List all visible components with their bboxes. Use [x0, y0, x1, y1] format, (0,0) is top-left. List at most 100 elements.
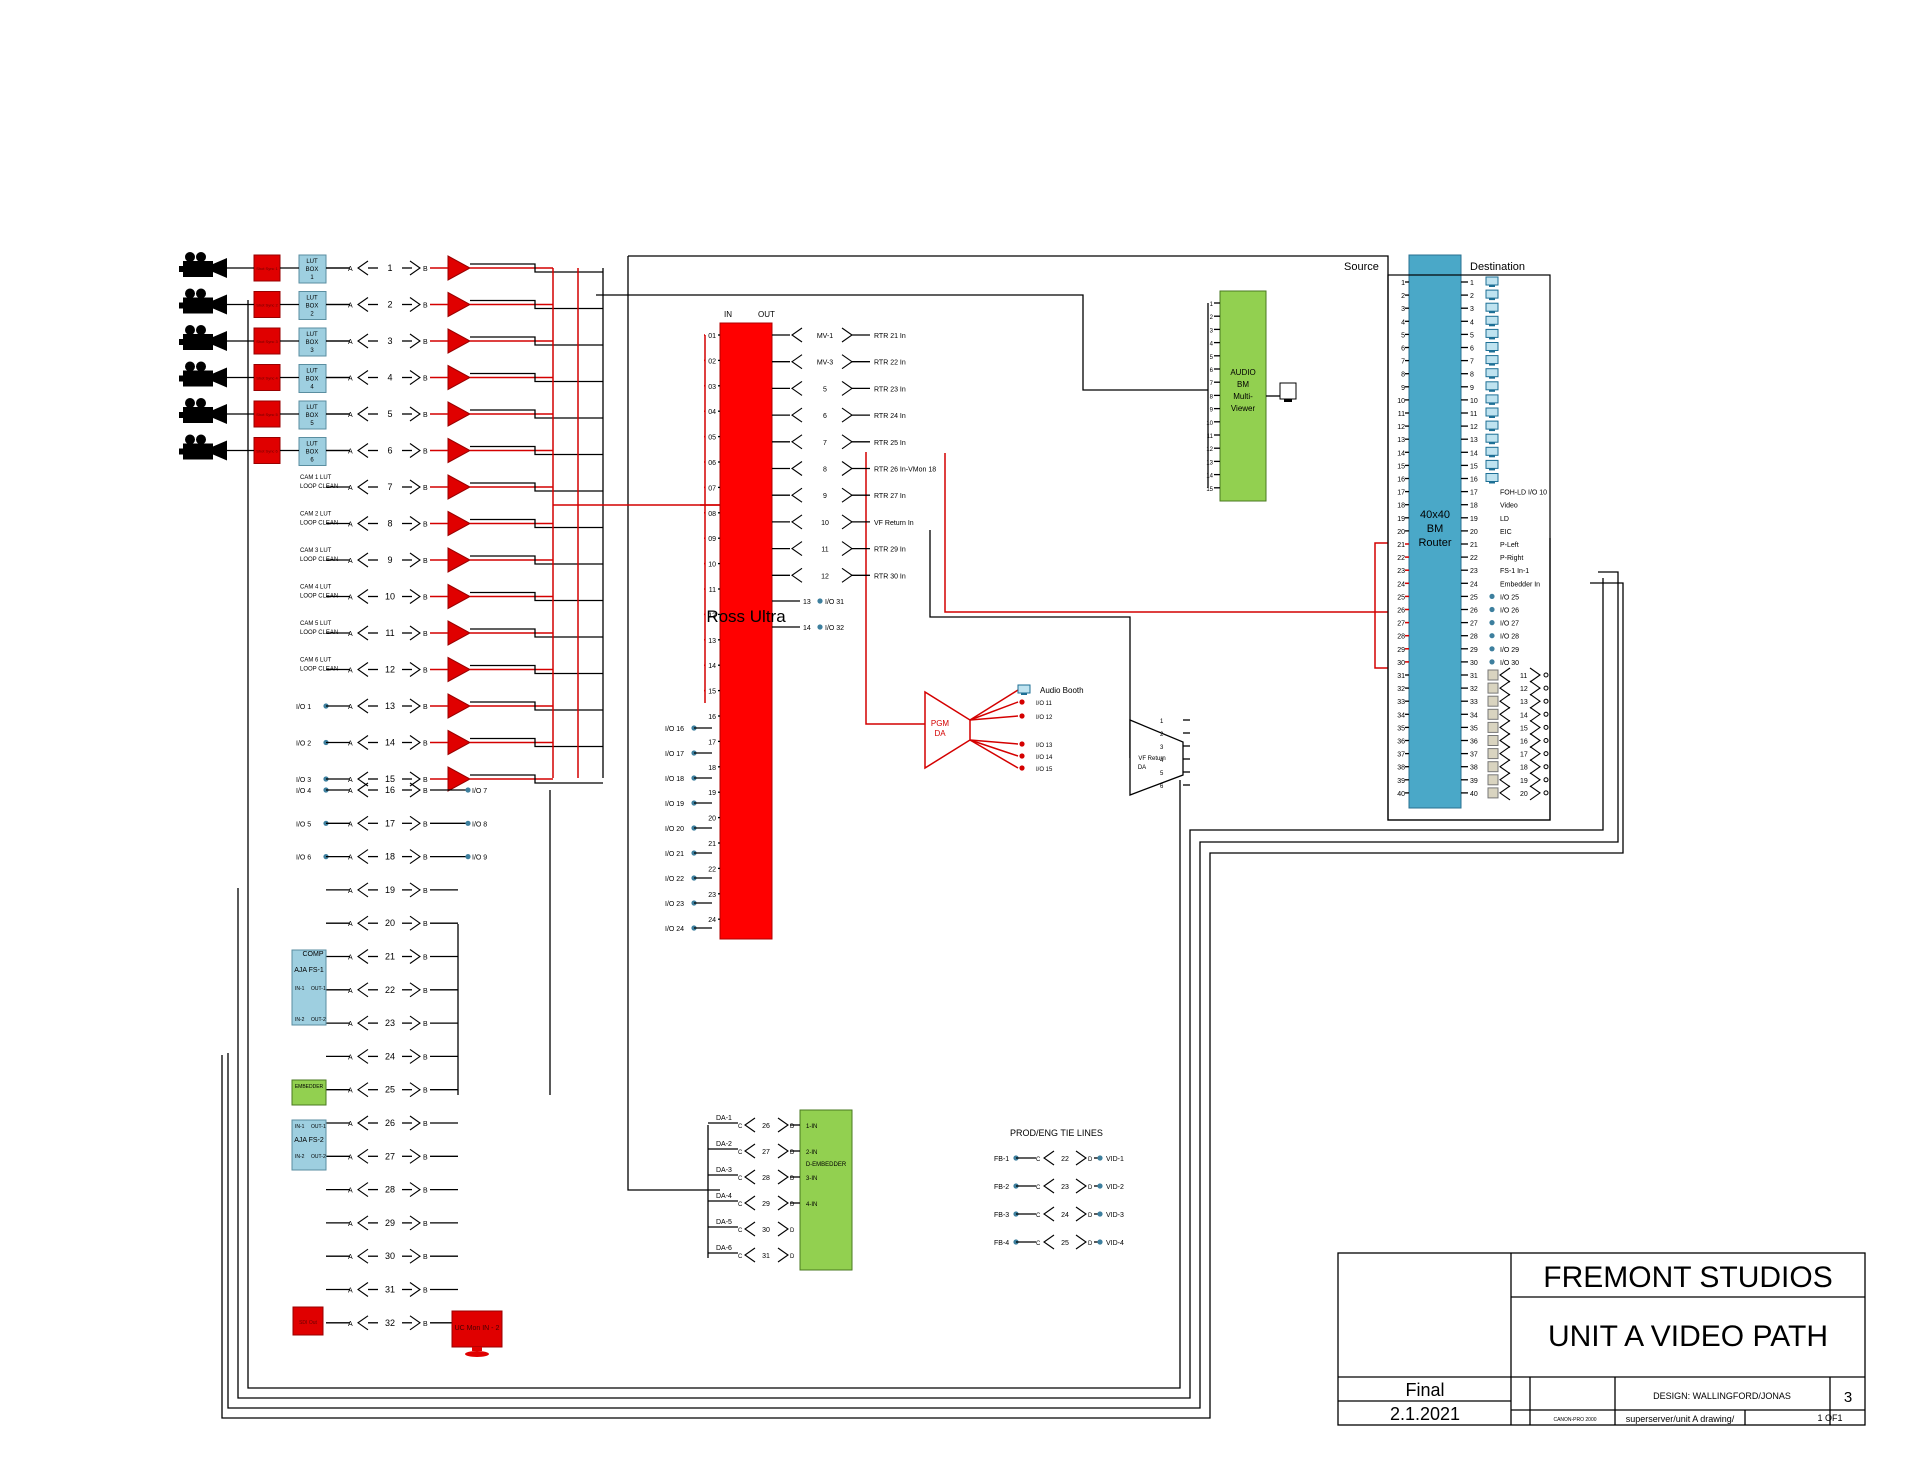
switcher-output-destination: RTR 24 In: [874, 413, 906, 420]
patch-chevron: [777, 1169, 789, 1185]
da-number: 26: [762, 1123, 770, 1130]
lut-label: 1: [310, 275, 314, 281]
patch-chevron: [357, 516, 369, 531]
ccu-label: Shot Sync 5: [256, 412, 278, 417]
tie-line-letter-c: C: [1036, 1185, 1041, 1191]
patch-source-label: I/O 5: [296, 821, 311, 828]
da-letter-c: C: [738, 1228, 743, 1234]
patch-chevron: [409, 815, 421, 831]
da-number: 30: [762, 1227, 770, 1234]
switcher-output-number: 5: [823, 386, 827, 393]
router-name: Router: [1418, 537, 1451, 549]
monitor-icon: [1485, 355, 1499, 367]
file-path: superserver/unit A drawing/: [1626, 1414, 1735, 1424]
patch-letter-b: B: [423, 485, 428, 492]
connector-dot: [1489, 646, 1495, 652]
wire-segment: [470, 664, 603, 675]
switcher-io-input: I/O 22: [665, 876, 684, 883]
router-destination-label: I/O 28: [1500, 634, 1519, 641]
router-source-number: 38: [1397, 765, 1405, 772]
patch-letter-b: B: [423, 1221, 428, 1228]
fs2-out2: OUT-2: [311, 1154, 326, 1160]
switcher-input-number: 16: [708, 714, 716, 721]
aja-fs2: AJA FS-2 IN-1 OUT-1 IN-2 OUT-2: [291, 1119, 327, 1171]
tie-line-destination: VID-2: [1106, 1184, 1124, 1191]
patch-letter-a: A: [348, 1154, 353, 1161]
patch-chevron: [357, 698, 369, 714]
vf-da-output-number: 6: [1160, 784, 1164, 790]
monitor-icon: [1485, 368, 1499, 380]
patch-chevron: [409, 1148, 421, 1164]
lut-label: 2: [310, 312, 314, 318]
da-triangle: [447, 766, 472, 792]
lut-label: LUT: [306, 442, 318, 448]
router-source-number: 3: [1401, 306, 1405, 313]
patch-number: 17: [385, 818, 395, 828]
patch-letter-a: A: [348, 1121, 353, 1128]
patch-chevron: [357, 771, 369, 787]
patch-number: 19: [385, 885, 395, 895]
vf-da-name-2: DA: [1138, 765, 1146, 771]
patch-letter-a: A: [348, 1221, 353, 1228]
patch-chevron: [841, 434, 853, 450]
patch-letter-a: A: [348, 668, 353, 675]
monitor-icon: [1017, 684, 1031, 696]
wire-segment: [470, 263, 603, 273]
switcher-io-input: I/O 21: [665, 851, 684, 858]
camera-icon: [179, 325, 227, 351]
patch-number: 16: [385, 785, 395, 795]
switcher-output-number: 11: [821, 547, 828, 554]
patch-chevron: [841, 514, 853, 530]
router-source-number: 19: [1397, 516, 1405, 523]
router-source-number: 25: [1397, 594, 1405, 601]
patch-chevron: [357, 662, 369, 677]
multiviewer-input-number: 8: [1210, 394, 1214, 400]
router-destination-label: Video: [1500, 503, 1518, 510]
router-destination-label: P-Left: [1500, 542, 1519, 549]
router-patch-number: 13: [1520, 699, 1528, 706]
router-source-number: 2: [1401, 293, 1405, 300]
patch-source-label: CAM 3 LUT: [300, 548, 332, 554]
connector-ring: [1543, 724, 1549, 730]
tie-line-number: 23: [1061, 1184, 1069, 1191]
router-source-number: 34: [1397, 712, 1405, 719]
da-letter-c: C: [738, 1254, 743, 1260]
tie-line-source: FB-2: [994, 1184, 1009, 1191]
router-dest-number: 27: [1470, 621, 1478, 628]
router-source-number: 30: [1397, 660, 1405, 667]
patch-chevron: [409, 771, 421, 787]
patch-chevron: [1499, 693, 1511, 709]
studio-name: FREMONT STUDIOS: [1543, 1261, 1832, 1294]
connector-ring: [1543, 751, 1549, 757]
multiviewer-input-number: 12: [1206, 447, 1213, 453]
connector-dot: [1097, 1211, 1103, 1217]
patch-letter-b: B: [423, 631, 428, 638]
monitor-icon: [1485, 407, 1499, 419]
switcher-output-number: 10: [821, 520, 829, 527]
multiviewer-name: Multi-: [1233, 392, 1253, 401]
vf-da-output-number: 2: [1160, 732, 1164, 738]
connector-dot: [1019, 699, 1025, 705]
revision-number: 3: [1844, 1389, 1852, 1406]
sdi-out-label: SDI Out: [299, 1320, 317, 1326]
patch-chevron: [777, 1247, 789, 1263]
router-source-number: 36: [1397, 739, 1405, 746]
patch-letter-b: B: [423, 412, 428, 419]
router-source-label: Source: [1344, 261, 1379, 273]
patch-number: 20: [385, 918, 395, 928]
patch-chevron: [409, 333, 421, 349]
patch-chevron: [409, 370, 421, 385]
patch-chevron: [1075, 1206, 1087, 1222]
router-dest-number: 13: [1470, 437, 1478, 444]
router-source-number: 21: [1397, 542, 1405, 549]
d-embedder-name: D-EMBEDDER: [806, 1162, 847, 1168]
patch-chevron: [841, 541, 853, 557]
da-letter-c: C: [738, 1202, 743, 1208]
wire-segment: [470, 409, 603, 419]
router-patch-number: 17: [1520, 752, 1528, 759]
lut-label: BOX: [306, 450, 319, 456]
camera-icon: [179, 434, 227, 461]
switcher-input-number: 14: [708, 663, 716, 670]
